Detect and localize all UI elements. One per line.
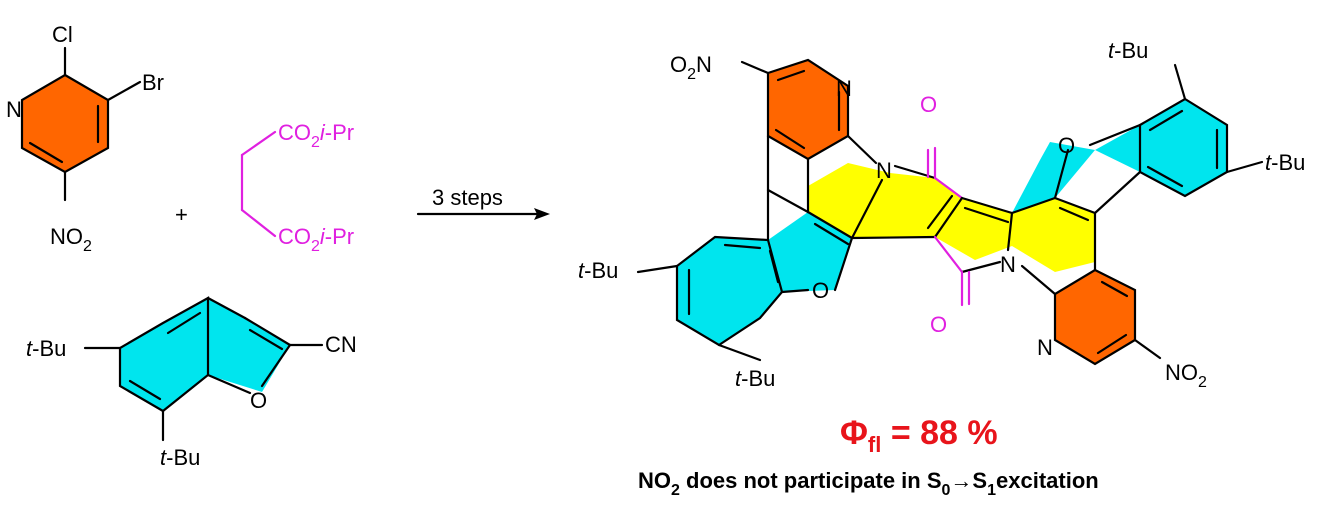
diisopropyl-succinate: CO2i-Pr CO2i-Pr bbox=[240, 120, 354, 255]
tbu-bottom-left-label: t-Bu bbox=[735, 366, 775, 391]
pyridine-n-label: N bbox=[6, 97, 22, 122]
product-molecule: O2N N N O O t-Bu t-Bu t-Bu O N O N NO2 t… bbox=[578, 38, 1305, 391]
tbu-bottom-label: t-Bu bbox=[160, 445, 200, 470]
bromine-label: Br bbox=[142, 70, 164, 95]
nitro-bottom-label: NO2 bbox=[1165, 360, 1207, 391]
quantum-yield-label: Φfl = 88 % bbox=[840, 414, 998, 457]
tbu-right-label: t-Bu bbox=[1265, 150, 1305, 175]
chloro-bromo-nitropyridine: Cl Br N NO2 bbox=[6, 22, 164, 255]
chlorine-label: Cl bbox=[52, 22, 73, 47]
furan-oxygen-label: O bbox=[250, 388, 267, 413]
tbu-left-label: t-Bu bbox=[26, 336, 66, 361]
nitro-top-label: O2N bbox=[670, 52, 712, 83]
ester-bottom-label: CO2i-Pr bbox=[278, 224, 354, 255]
arrow-label: 3 steps bbox=[432, 185, 503, 210]
excitation-note: NO2 does not participate in S0→S1excitat… bbox=[638, 468, 1099, 499]
plus-sign: + bbox=[175, 202, 188, 227]
furan-o-right-label: O bbox=[1058, 133, 1075, 158]
tbu-left-product-label: t-Bu bbox=[578, 258, 618, 283]
nitrile-label: CN bbox=[325, 332, 357, 357]
di-tert-butyl-benzofuran-carbonitrile: O CN t-Bu t-Bu bbox=[26, 296, 357, 470]
tbu-top-right-label: t-Bu bbox=[1108, 38, 1148, 63]
nitro-label: NO2 bbox=[50, 224, 92, 255]
pyridine-n-top-label: N bbox=[836, 76, 852, 101]
pyridine-n-bottom-label: N bbox=[1037, 335, 1053, 360]
carbonyl-o-bottom-label: O bbox=[930, 312, 947, 337]
reaction-arrow: 3 steps bbox=[416, 185, 550, 220]
ester-top-label: CO2i-Pr bbox=[278, 120, 354, 151]
carbonyl-o-top-label: O bbox=[920, 92, 937, 117]
lactam-n-right-label: N bbox=[1000, 252, 1016, 277]
furan-o-left-label: O bbox=[812, 278, 829, 303]
lactam-n-left-label: N bbox=[876, 158, 892, 183]
